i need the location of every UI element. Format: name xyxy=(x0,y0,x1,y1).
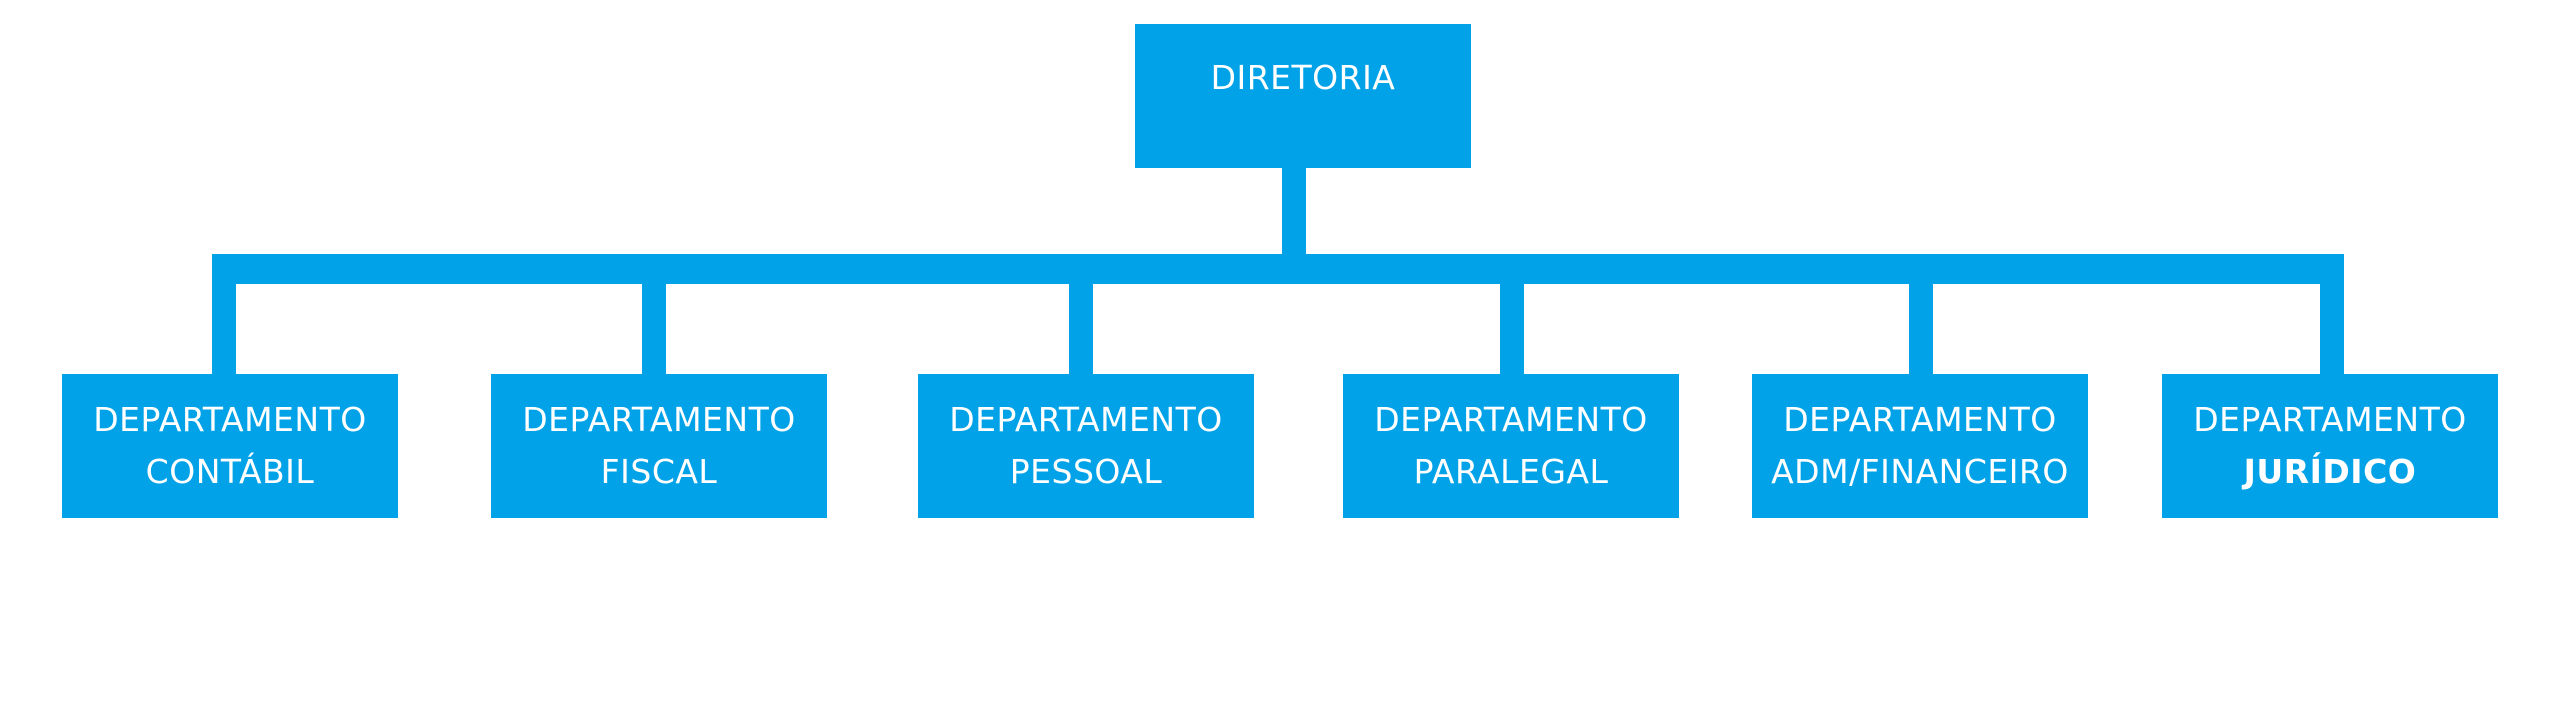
node-departamento-adm-financeiro: DEPARTAMENTO ADM/FINANCEIRO xyxy=(1752,374,2088,518)
node-label-line1: DEPARTAMENTO xyxy=(1783,400,2057,439)
dept-drop-connector-juridico xyxy=(2320,254,2344,374)
node-departamento-paralegal: DEPARTAMENTO PARALEGAL xyxy=(1343,374,1679,518)
node-label: DIRETORIA xyxy=(1210,58,1396,97)
node-label-line2: PESSOAL xyxy=(1009,452,1163,491)
node-label-line1: DEPARTAMENTO xyxy=(949,400,1223,439)
dept-drop-connector-pessoal xyxy=(1069,284,1093,374)
root-stem-connector xyxy=(1282,168,1306,254)
node-diretoria: DIRETORIA xyxy=(1135,24,1471,168)
node-label-line2: PARALEGAL xyxy=(1413,452,1609,491)
dept-drop-connector-paralegal xyxy=(1500,284,1524,374)
node-label-line2: JURÍDICO xyxy=(2243,452,2417,491)
dept-drop-connector-adm-financeiro xyxy=(1909,284,1933,374)
node-label-line1: DEPARTAMENTO xyxy=(522,400,796,439)
dept-drop-connector-fiscal xyxy=(642,284,666,374)
node-label-line1: DEPARTAMENTO xyxy=(93,400,367,439)
node-label-line2: CONTÁBIL xyxy=(145,452,315,491)
node-label-line1: DEPARTAMENTO xyxy=(1374,400,1648,439)
node-departamento-juridico: DEPARTAMENTO JURÍDICO xyxy=(2162,374,2498,518)
node-departamento-contabil: DEPARTAMENTO CONTÁBIL xyxy=(62,374,398,518)
horizontal-bus-connector xyxy=(212,254,2344,284)
node-departamento-fiscal: DEPARTAMENTO FISCAL xyxy=(491,374,827,518)
node-label-line2: FISCAL xyxy=(600,452,718,491)
dept-drop-connector-contabil xyxy=(212,284,236,374)
node-label-line2: ADM/FINANCEIRO xyxy=(1771,452,2069,491)
node-departamento-pessoal: DEPARTAMENTO PESSOAL xyxy=(918,374,1254,518)
node-label-line1: DEPARTAMENTO xyxy=(2193,400,2467,439)
